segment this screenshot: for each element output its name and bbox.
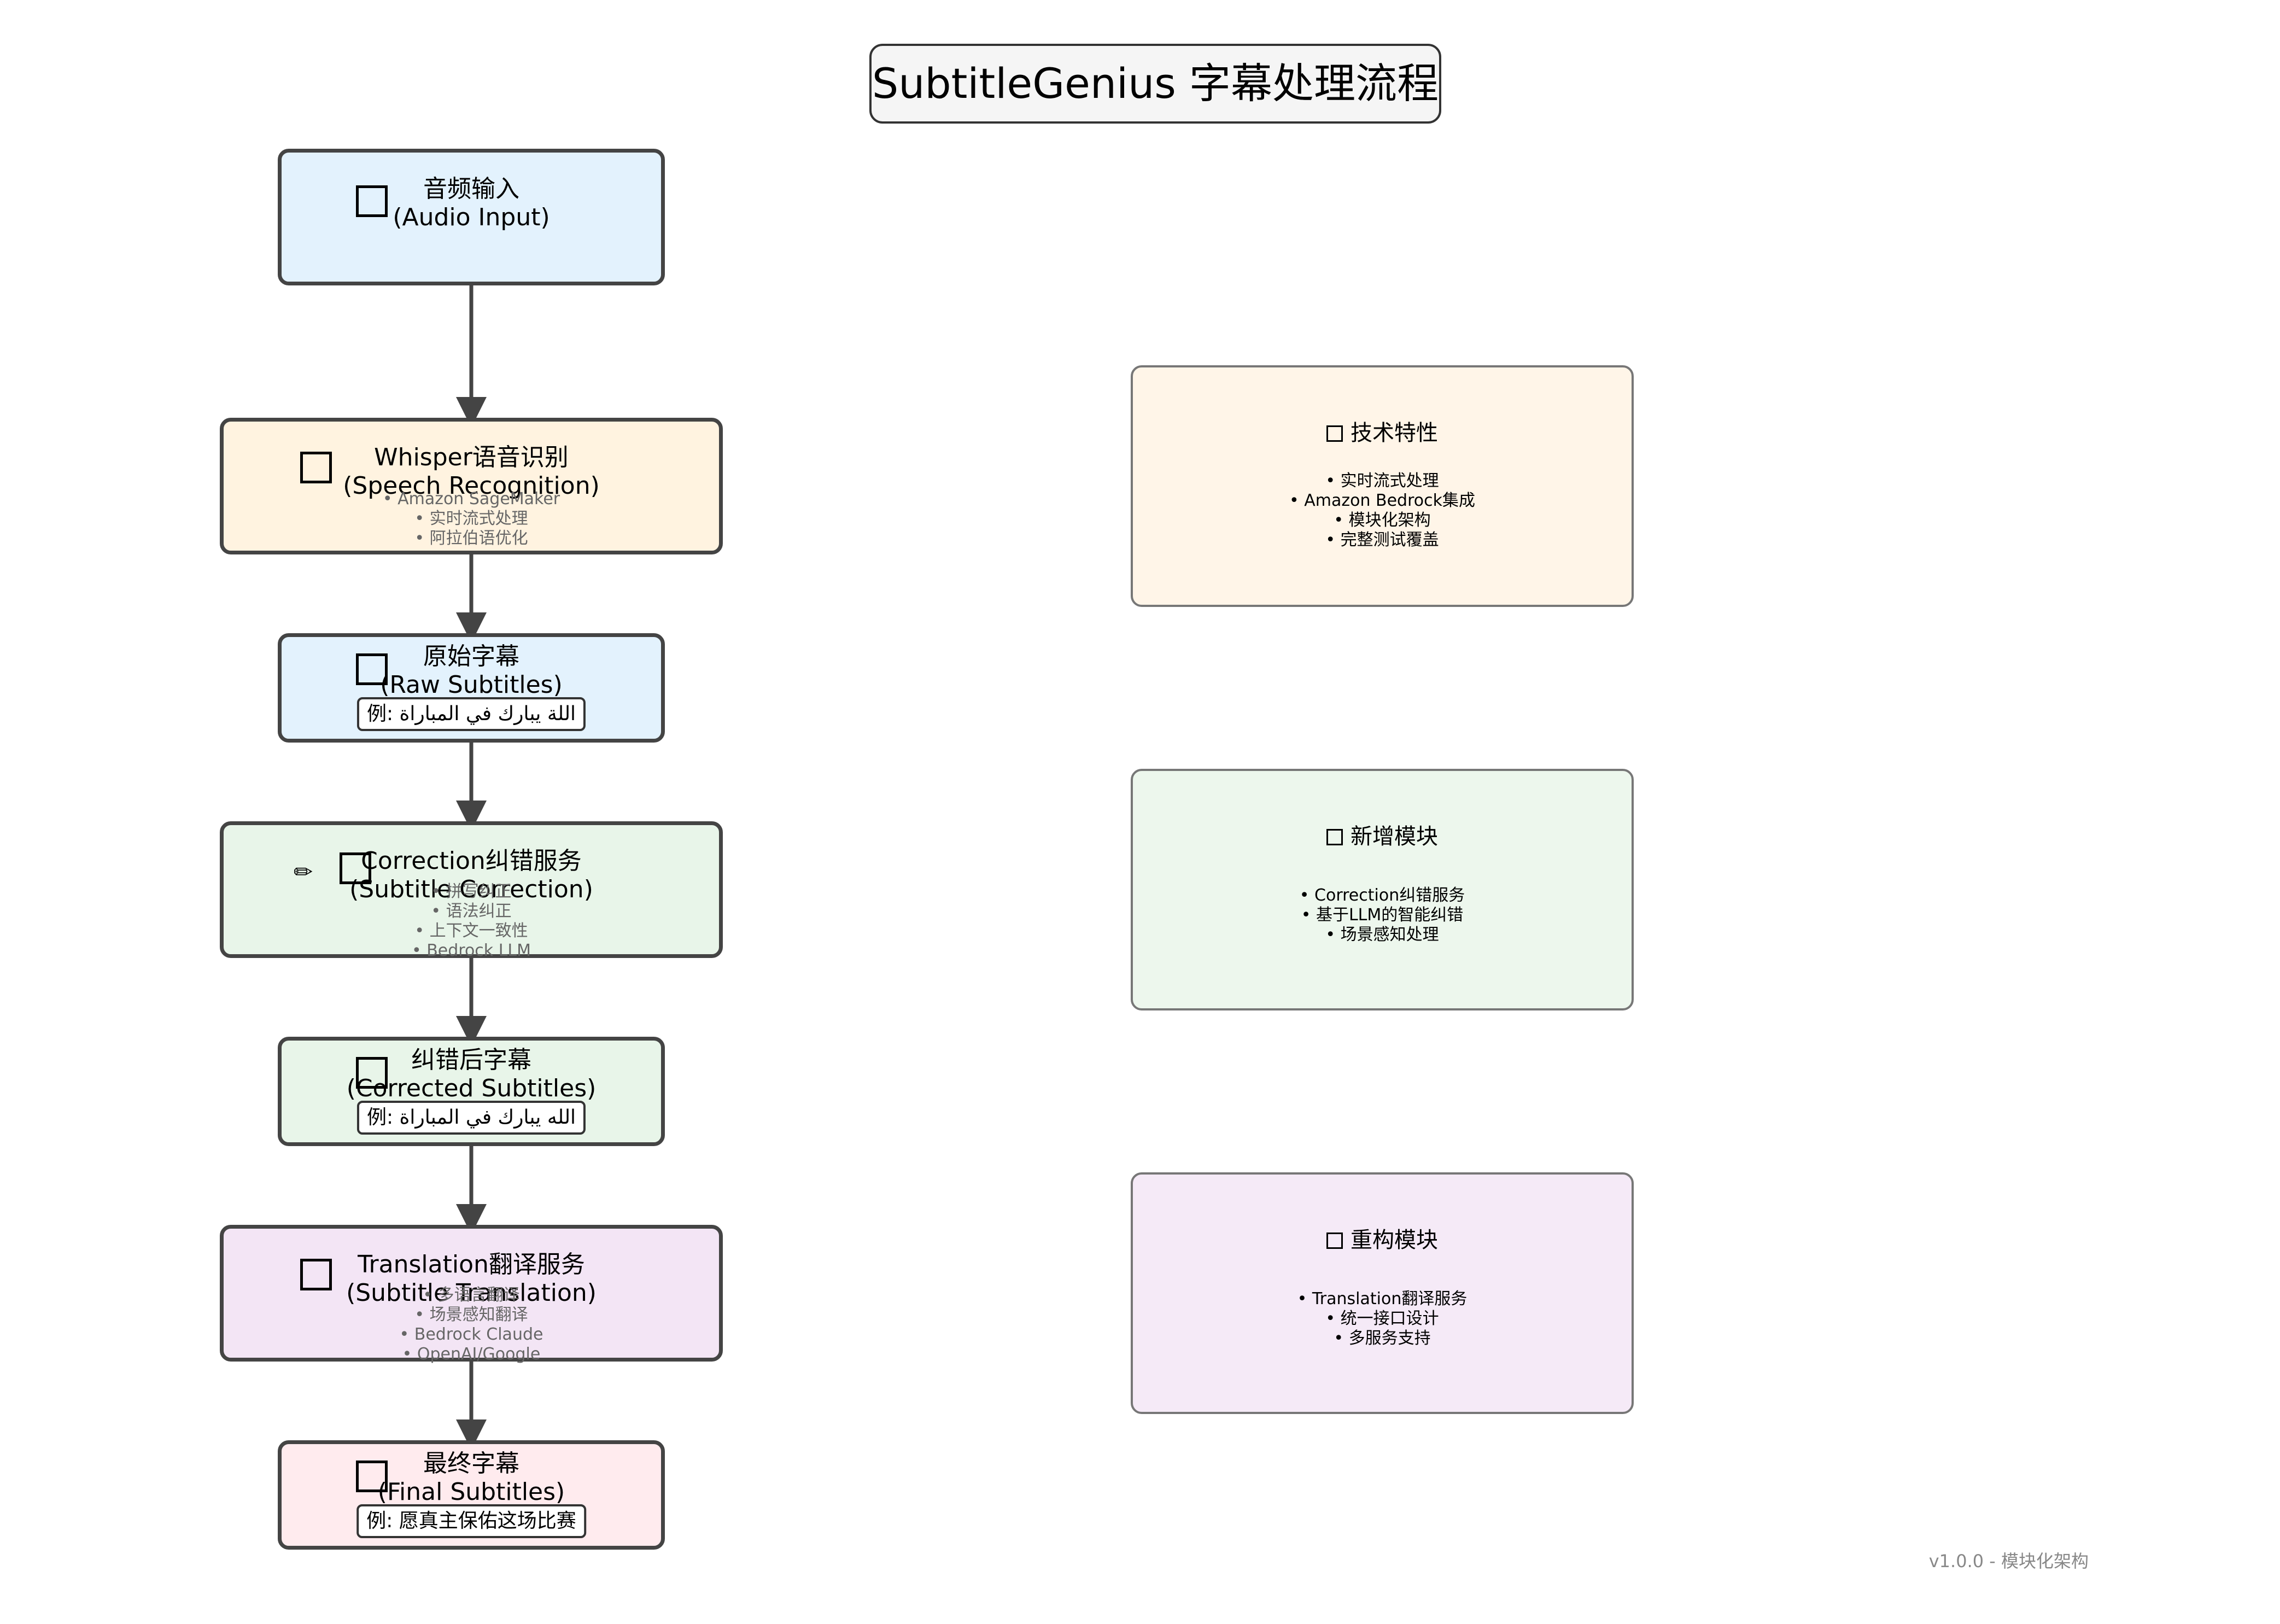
panel-heading-text: 技术特性 — [1351, 420, 1438, 446]
final-subtitles-node: 最终字幕 (Final Subtitles) 例: 愿真主保佑这场比赛 — [278, 1440, 665, 1550]
new-modules-panel: 新增模块 • Correction纠错服务 • 基于LLM的智能纠错 • 场景感… — [1131, 769, 1634, 1010]
node-detail: • Bedrock Claude — [399, 1325, 543, 1344]
correction-icon — [340, 852, 371, 884]
node-detail: • 实时流式处理 — [414, 509, 528, 528]
panel-item: • 实时流式处理 — [1325, 471, 1439, 490]
node-subtitle: (Subtitle Correction) — [349, 875, 593, 903]
correction-service-node: ✏ Correction纠错服务 (Subtitle Correction) •… — [220, 821, 723, 960]
panel-item: • 基于LLM的智能纠错 — [1301, 906, 1464, 925]
checkbox-icon — [1326, 1232, 1343, 1249]
panel-item: • 统一接口设计 — [1325, 1309, 1439, 1328]
node-subtitle: (Subtitle Translation) — [346, 1279, 597, 1307]
whisper-speech-recognition-node: Whisper语音识别 (Speech Recognition) • Amazo… — [220, 418, 723, 554]
checkbox-icon — [1326, 829, 1343, 845]
node-title: 纠错后字幕 — [411, 1046, 531, 1074]
panel-heading-text: 重构模块 — [1351, 1228, 1438, 1253]
panel-item: • 多服务支持 — [1334, 1329, 1431, 1348]
node-detail: • 阿拉伯语优化 — [414, 529, 528, 548]
audio-icon — [356, 185, 388, 217]
node-detail: • 拼写纠正 — [431, 882, 512, 901]
translation-service-node: Translation翻译服务 (Subtitle Translation) •… — [220, 1225, 723, 1364]
node-subtitle: (Final Subtitles) — [377, 1478, 565, 1506]
node-detail: • 多语言翻译 — [423, 1286, 520, 1305]
final-document-icon — [356, 1461, 388, 1492]
refactored-modules-panel: 重构模块 • Translation翻译服务 • 统一接口设计 • 多服务支持 — [1131, 1172, 1634, 1414]
panel-item: • 完整测试覆盖 — [1325, 530, 1439, 550]
globe-icon — [300, 1259, 332, 1290]
node-detail: • 语法纠正 — [431, 902, 512, 921]
node-subtitle: (Speech Recognition) — [343, 472, 600, 500]
node-title: Whisper语音识别 — [374, 443, 569, 471]
pencil-icon: ✏ — [294, 858, 313, 885]
checked-document-icon — [356, 1057, 388, 1089]
node-title: 音频输入 — [423, 175, 519, 203]
audio-input-node: 音频输入 (Audio Input) — [278, 149, 665, 285]
panel-item: • Amazon Bedrock集成 — [1289, 491, 1475, 510]
panel-heading-text: 新增模块 — [1351, 824, 1438, 849]
node-title: Translation翻译服务 — [358, 1251, 585, 1278]
tech-features-panel: 技术特性 • 实时流式处理 • Amazon Bedrock集成 • 模块化架构… — [1131, 365, 1634, 607]
corrected-subtitles-node: 纠错后字幕 (Corrected Subtitles) 例: الله يبار… — [278, 1037, 665, 1146]
version-label: v1.0.0 - 模块化架构 — [1928, 1551, 2089, 1572]
node-subtitle: (Corrected Subtitles) — [346, 1074, 597, 1102]
example-text: 例: اللة يبارك في المباراة — [356, 697, 586, 731]
node-subtitle: (Audio Input) — [393, 203, 550, 231]
panel-heading: 技术特性 — [1133, 419, 1632, 447]
panel-item: • 模块化架构 — [1334, 511, 1431, 530]
node-title: 最终字幕 — [423, 1450, 519, 1477]
example-text: 例: 愿真主保佑这场比赛 — [356, 1504, 586, 1538]
panel-item: • Correction纠错服务 — [1299, 886, 1465, 905]
node-detail: • 场景感知翻译 — [414, 1305, 528, 1324]
panel-item: • Translation翻译服务 — [1297, 1289, 1468, 1308]
node-detail: • Bedrock LLM — [411, 941, 531, 960]
panel-heading: 重构模块 — [1133, 1226, 1632, 1254]
diagram-title: SubtitleGenius 字幕处理流程 — [869, 44, 1441, 124]
document-icon — [356, 653, 388, 685]
raw-subtitles-node: 原始字幕 (Raw Subtitles) 例: اللة يبارك في ال… — [278, 633, 665, 743]
node-subtitle: (Raw Subtitles) — [380, 671, 563, 699]
panel-heading: 新增模块 — [1133, 823, 1632, 850]
node-title: Correction纠错服务 — [361, 847, 582, 875]
node-detail: • 上下文一致性 — [414, 921, 528, 940]
checkbox-icon — [1326, 425, 1343, 442]
node-title: 原始字幕 — [423, 642, 519, 670]
example-text: 例: الله يبارك في المباراة — [356, 1101, 586, 1135]
panel-item: • 场景感知处理 — [1325, 925, 1439, 944]
microphone-icon — [300, 452, 332, 483]
node-detail: • OpenAI/Google — [402, 1345, 541, 1364]
node-detail: • Amazon SageMaker — [382, 489, 560, 509]
